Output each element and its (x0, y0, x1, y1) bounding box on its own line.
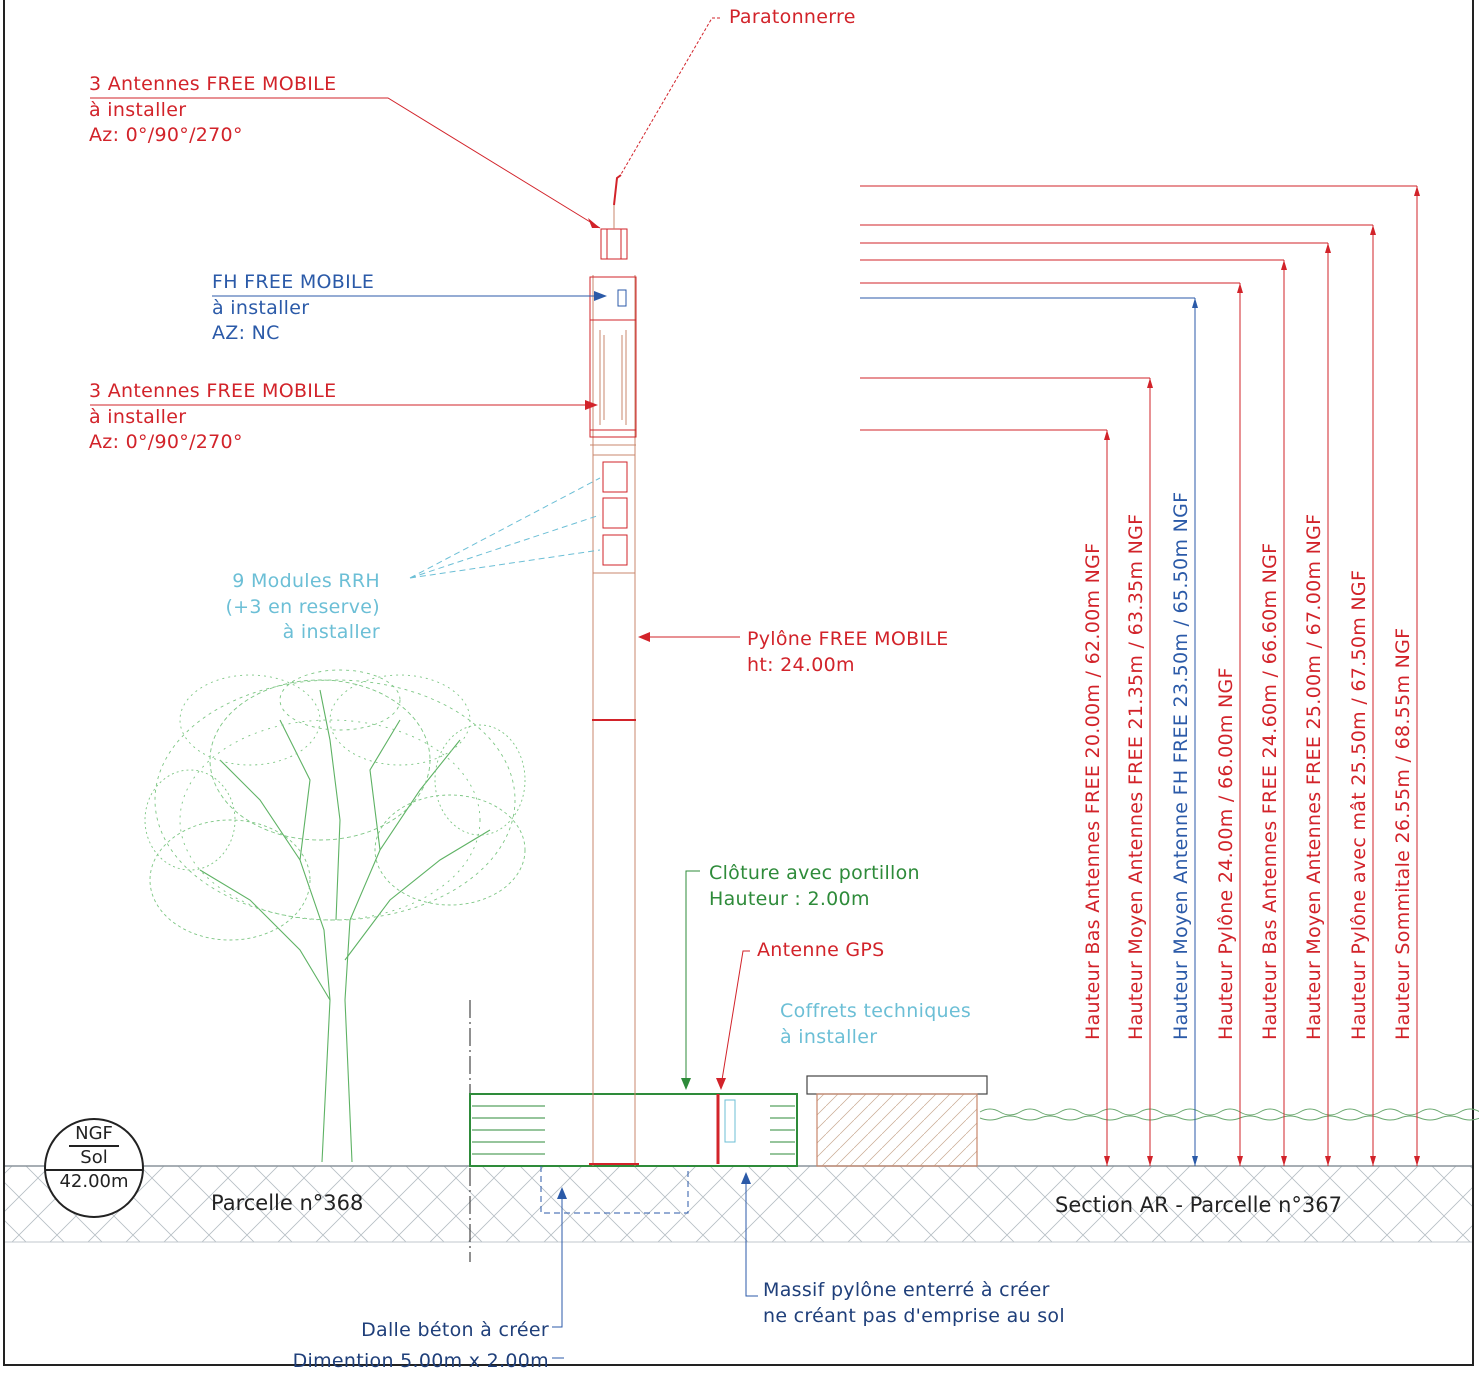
gps-antenna (716, 1094, 736, 1164)
massif-label: Massif pylône enterré à créer ne créant … (763, 1278, 1065, 1329)
leader-lines (90, 17, 758, 1359)
height-arrow-top-1 (1147, 378, 1153, 388)
antennas-mid-line1: 3 Antennes FREE MOBILE (89, 380, 337, 402)
sol-label: Sol (46, 1147, 142, 1171)
height-label-4: Hauteur Bas Antennes FREE 24.60m / 66.60… (1259, 542, 1281, 1040)
fh-line2: à installer (212, 296, 310, 319)
pylon (589, 174, 639, 1166)
antennas-top-label: 3 Antennes FREE MOBILE à installer Az: 0… (89, 72, 336, 149)
fh-line3: AZ: NC (212, 322, 280, 344)
height-arrow-bottom-3 (1237, 1156, 1243, 1166)
massif-line2: ne créant pas d'emprise au sol (763, 1304, 1065, 1327)
height-label-1: Hauteur Moyen Antennes FREE 21.35m / 63.… (1125, 513, 1147, 1040)
ngf-label: NGF (69, 1123, 119, 1147)
rrh-line1: 9 Modules RRH (232, 570, 380, 592)
coffrets-label: Coffrets techniques à installer (780, 999, 971, 1050)
hedge (979, 1108, 1479, 1121)
rrh-line3: à installer (282, 621, 380, 643)
gps-label: Antenne GPS (757, 939, 885, 961)
antennas-mid-label: 3 Antennes FREE MOBILE à installer Az: 0… (89, 379, 336, 456)
height-arrow-bottom-2 (1192, 1156, 1198, 1166)
antennas-top-line1: 3 Antennes FREE MOBILE (89, 73, 337, 95)
cloture-line1: Clôture avec portillon (709, 862, 920, 884)
height-arrow-bottom-7 (1414, 1156, 1420, 1166)
height-label-3: Hauteur Pylône 24.00m / 66.00m NGF (1215, 667, 1237, 1040)
rrh-label: 9 Modules RRH (+3 en reserve) à installe… (200, 569, 380, 646)
cloture-label: Clôture avec portillon Hauteur : 2.00m (709, 861, 920, 912)
coffrets-line1: Coffrets techniques (780, 1000, 972, 1022)
coffrets-line2: à installer (780, 1025, 878, 1048)
height-arrow-bottom-1 (1147, 1156, 1153, 1166)
tree (144, 669, 526, 1163)
height-arrow-bottom-0 (1104, 1156, 1110, 1166)
cloture-line2: Hauteur : 2.00m (709, 887, 870, 910)
height-arrow-top-2 (1192, 298, 1198, 308)
pylone-line1: Pylône FREE MOBILE (747, 628, 949, 650)
ngf-sol-value: 42.00m (59, 1171, 129, 1192)
rrh-line2: (+3 en reserve) (225, 595, 380, 618)
technical-cabinet (806, 1075, 988, 1167)
height-arrow-bottom-4 (1281, 1156, 1287, 1166)
height-dimensions (860, 185, 1420, 1166)
fence (469, 1093, 798, 1167)
height-arrow-top-4 (1281, 260, 1287, 270)
antennas-mid-line3: Az: 0°/90°/270° (89, 431, 243, 453)
antennas-top-line3: Az: 0°/90°/270° (89, 124, 243, 146)
parcel-left: Parcelle n°368 (211, 1191, 364, 1215)
ngf-reference-circle: NGF Sol 42.00m (44, 1118, 144, 1218)
pylone-label: Pylône FREE MOBILE ht: 24.00m (747, 627, 949, 678)
height-label-7: Hauteur Sommitale 26.55m / 68.55m NGF (1392, 627, 1414, 1040)
height-arrow-bottom-6 (1370, 1156, 1376, 1166)
height-arrow-top-3 (1237, 283, 1243, 293)
ground (5, 1165, 1472, 1243)
height-label-5: Hauteur Moyen Antennes FREE 25.00m / 67.… (1303, 513, 1325, 1040)
height-arrow-top-6 (1370, 225, 1376, 235)
fh-line1: FH FREE MOBILE (212, 271, 375, 293)
height-arrow-top-5 (1325, 243, 1331, 253)
foundation (540, 1166, 689, 1214)
drawing-frame (3, 0, 1474, 1366)
height-label-2: Hauteur Moyen Antenne FH FREE 23.50m / 6… (1170, 491, 1192, 1040)
dalle-line2: Dimention 5.00m x 2.00m (292, 1350, 549, 1372)
height-label-6: Hauteur Pylône avec mât 25.50m / 67.50m … (1348, 569, 1370, 1040)
fh-label: FH FREE MOBILE à installer AZ: NC (212, 270, 374, 347)
antennas-top-line2: à installer (89, 98, 187, 121)
height-arrow-top-7 (1414, 186, 1420, 196)
parcel-right: Section AR - Parcelle n°367 (1055, 1193, 1342, 1217)
arrowheads (557, 218, 751, 1199)
antennas-mid-line2: à installer (89, 405, 187, 428)
dalle-label: Dalle béton à créer Dimention 5.00m x 2.… (250, 1315, 549, 1377)
height-label-0: Hauteur Bas Antennes FREE 20.00m / 62.00… (1082, 542, 1104, 1040)
height-arrow-top-0 (1104, 430, 1110, 440)
height-arrow-bottom-5 (1325, 1156, 1331, 1166)
paratonnerre-label: Paratonnerre (729, 6, 856, 28)
massif-line1: Massif pylône enterré à créer (763, 1279, 1050, 1301)
dalle-line1: Dalle béton à créer (361, 1319, 549, 1341)
pylone-line2: ht: 24.00m (747, 653, 855, 676)
